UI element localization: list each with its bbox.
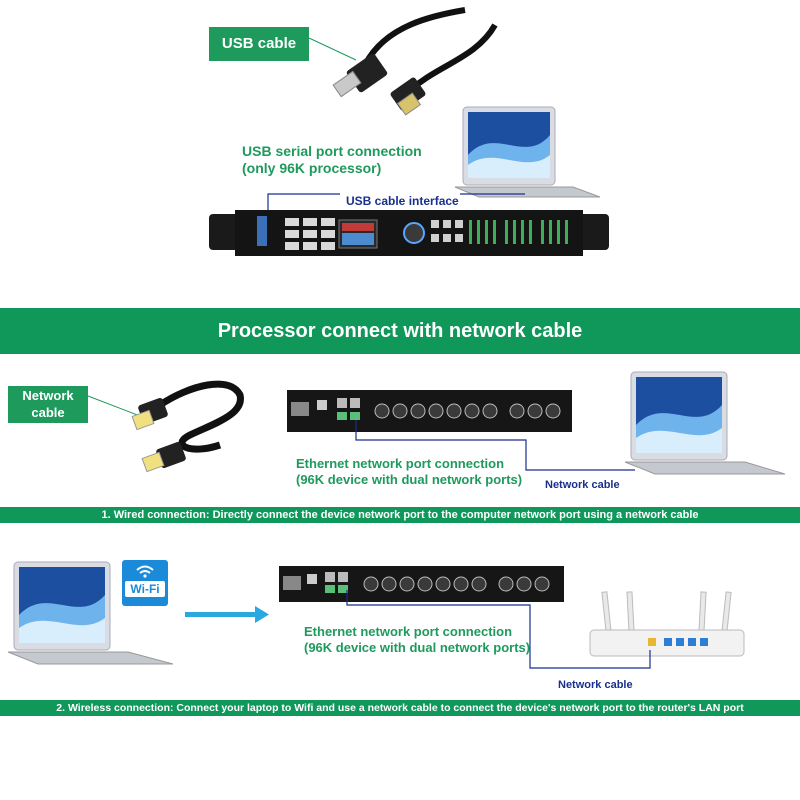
laptop-top-icon: [454, 106, 601, 198]
usb-serial-title: USB serial port connection: [242, 143, 422, 159]
usb-interface-label: USB cable interface: [346, 194, 459, 208]
wireless-ethernet-title: Ethernet network port connection: [304, 624, 513, 639]
network-cable-label-line1: Network: [22, 388, 74, 403]
laptop-wireless-icon: [7, 561, 174, 665]
router-icon: [589, 591, 745, 657]
wired-network-cable-label: Network cable: [545, 479, 620, 491]
processor-rear-panel-wireless: [279, 566, 564, 602]
usb-cable-label: USB cable: [209, 27, 309, 61]
wifi-icon: [136, 565, 154, 578]
usb-serial-subtitle: (only 96K processor): [242, 160, 382, 176]
wired-ethernet-title: Ethernet network port connection: [296, 456, 505, 471]
arrow-right-icon: [185, 606, 269, 623]
processor-front-panel: [209, 208, 609, 258]
wifi-badge: Wi-Fi: [122, 560, 168, 606]
ethernet-cable-icon: [131, 380, 244, 473]
wireless-ethernet-subtitle: (96K device with dual network ports): [304, 640, 531, 655]
wireless-caption: 2. Wireless connection: Connect your lap…: [0, 700, 800, 716]
laptop-wired-icon: [624, 371, 786, 475]
wifi-badge-label: Wi-Fi: [125, 581, 165, 597]
network-cable-label: Network cable: [8, 386, 88, 423]
processor-rear-panel-wired: [287, 390, 572, 432]
network-cable-label-line2: cable: [31, 405, 65, 420]
wireless-network-cable-label: Network cable: [558, 679, 633, 691]
wired-caption: 1. Wired connection: Directly connect th…: [0, 507, 800, 523]
wired-ethernet-subtitle: (96K device with dual network ports): [296, 472, 523, 487]
usb-cable-icon: [332, 7, 498, 116]
section-banner: Processor connect with network cable: [0, 308, 800, 354]
